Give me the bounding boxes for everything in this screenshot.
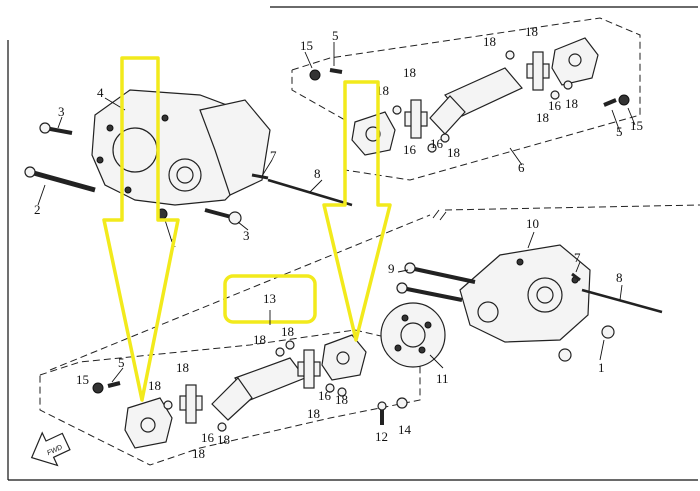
rear-differential-housing bbox=[459, 244, 591, 343]
callout-10: 10 bbox=[526, 216, 539, 231]
nut-1b bbox=[558, 325, 615, 362]
bolt-12 bbox=[377, 401, 387, 425]
callout-4: 4 bbox=[97, 85, 104, 100]
bolt-3b bbox=[204, 208, 242, 225]
highlight-arrow-right bbox=[322, 80, 392, 342]
callout-16d: 16 bbox=[201, 430, 215, 445]
bolt-3a bbox=[39, 122, 73, 135]
bolt-15-top-left bbox=[309, 68, 343, 81]
callout-5b: 5 bbox=[616, 124, 623, 139]
u-joint-top-left bbox=[404, 99, 428, 139]
callout-8a: 8 bbox=[314, 166, 321, 181]
bolt-9a bbox=[404, 262, 476, 284]
rear-shaft-group-outline bbox=[291, 17, 641, 181]
nut-14 bbox=[396, 397, 408, 409]
shaft-tube-bottom bbox=[211, 357, 306, 421]
stud-7a bbox=[251, 173, 269, 180]
callout-7b: 7 bbox=[574, 250, 581, 265]
rod-8a bbox=[267, 178, 353, 207]
callout-15c: 15 bbox=[76, 372, 89, 387]
snap-rings-top bbox=[392, 50, 573, 153]
u-joint-bottom-left bbox=[179, 384, 203, 424]
callout-2: 2 bbox=[34, 202, 41, 217]
callout-18i: 18 bbox=[176, 360, 189, 375]
stud-7b bbox=[571, 272, 581, 282]
callout-15a: 15 bbox=[300, 38, 313, 53]
callout-18h: 18 bbox=[148, 378, 161, 393]
rear-flange-bottom bbox=[321, 334, 367, 381]
callout-18j: 18 bbox=[192, 446, 205, 461]
bolt-15-bottom bbox=[92, 381, 121, 394]
u-joint-top-right bbox=[526, 51, 550, 91]
bolt-2 bbox=[24, 166, 96, 193]
divider-break-mark bbox=[432, 209, 447, 221]
callout-18b: 18 bbox=[403, 65, 416, 80]
highlight-arrow-left bbox=[102, 56, 180, 402]
front-shaft-group-outline bbox=[39, 329, 421, 466]
callout-3b: 3 bbox=[243, 228, 250, 243]
callout-16a: 16 bbox=[403, 142, 417, 157]
callout-18d: 18 bbox=[483, 34, 496, 49]
callout-3a: 3 bbox=[58, 104, 65, 119]
callout-18f: 18 bbox=[565, 96, 578, 111]
u-joint-bottom-right bbox=[297, 349, 321, 389]
callout-1b: 1 bbox=[598, 360, 605, 375]
callout-16e: 16 bbox=[318, 388, 332, 403]
bolt-9b bbox=[396, 282, 463, 302]
callout-7a: 7 bbox=[270, 148, 277, 163]
callout-15b: 15 bbox=[630, 118, 643, 133]
shaft-tube-top bbox=[429, 67, 523, 135]
rear-flange-top bbox=[351, 111, 396, 156]
callout-18o: 18 bbox=[335, 392, 348, 407]
callout-18c: 18 bbox=[447, 145, 460, 160]
callout-labels: 2 3 4 3 1 7 8 15 5 18 18 16 16 18 18 18 … bbox=[34, 24, 643, 461]
callout-18e: 18 bbox=[525, 24, 538, 39]
rod-8b bbox=[581, 288, 663, 314]
brake-disc bbox=[380, 302, 446, 368]
callout-13: 13 bbox=[263, 291, 276, 306]
callout-9: 9 bbox=[388, 261, 395, 276]
callout-18n: 18 bbox=[307, 406, 320, 421]
front-flange-top bbox=[551, 37, 599, 86]
callout-5c: 5 bbox=[118, 355, 125, 370]
callout-18l: 18 bbox=[253, 332, 266, 347]
lower-divider-dashed-right bbox=[444, 204, 700, 211]
callout-18g: 18 bbox=[536, 110, 549, 125]
callout-14: 14 bbox=[398, 422, 412, 437]
callout-12: 12 bbox=[375, 429, 388, 444]
callout-6: 6 bbox=[518, 160, 525, 175]
snap-rings-bottom bbox=[163, 340, 347, 432]
front-flange-bottom bbox=[124, 397, 173, 449]
callout-8b: 8 bbox=[616, 270, 623, 285]
front-differential-housing bbox=[91, 89, 271, 206]
bolt-15-top-right bbox=[603, 94, 630, 107]
callout-5a: 5 bbox=[332, 28, 339, 43]
lower-divider-dashed bbox=[49, 214, 431, 371]
callout-11: 11 bbox=[436, 371, 449, 386]
leader-lines bbox=[37, 42, 636, 383]
callout-18k: 18 bbox=[217, 432, 230, 447]
callout-16b: 16 bbox=[430, 136, 444, 151]
callout-18m: 18 bbox=[281, 324, 294, 339]
callout-16c: 16 bbox=[548, 98, 562, 113]
fwd-arrow-icon: FWD bbox=[30, 431, 71, 467]
